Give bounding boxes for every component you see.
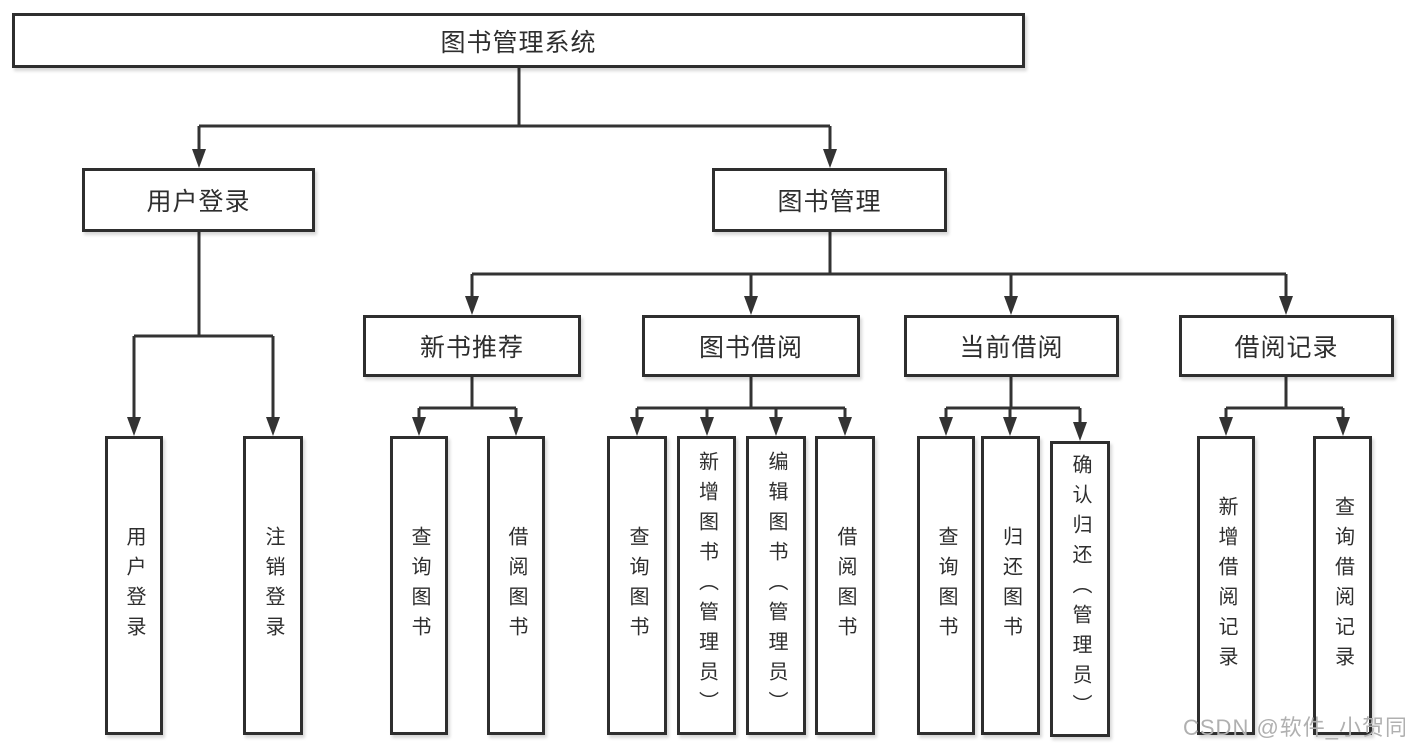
leaf-edit-books-admin: 编辑图书（管理员） bbox=[746, 436, 806, 735]
leaf-label: 新增借阅记录 bbox=[1215, 495, 1237, 676]
leaf-label: 查询图书 bbox=[626, 525, 648, 646]
node-book-borrowing: 图书借阅 bbox=[642, 315, 860, 377]
leaf-add-borrow-record: 新增借阅记录 bbox=[1197, 436, 1255, 735]
node-label: 新书推荐 bbox=[419, 334, 524, 362]
leaf-label: 注销登录 bbox=[262, 525, 284, 646]
connector-bookmgmt-to-level3 bbox=[470, 232, 1288, 297]
leaf-label: 借阅图书 bbox=[505, 525, 527, 646]
leaf-query-books: 查询图书 bbox=[390, 436, 448, 735]
leaf-borrow-books: 借阅图书 bbox=[815, 436, 875, 735]
arrowheads bbox=[127, 149, 1350, 441]
leaf-query-books: 查询图书 bbox=[607, 436, 667, 735]
node-current-borrowing: 当前借阅 bbox=[904, 315, 1119, 377]
leaf-add-books-admin: 新增图书（管理员） bbox=[677, 436, 736, 735]
node-label: 当前借阅 bbox=[959, 334, 1064, 362]
node-book-management: 图书管理 bbox=[712, 168, 947, 232]
node-user-login: 用户登录 bbox=[82, 168, 315, 232]
node-library-management-system: 图书管理系统 bbox=[12, 13, 1025, 68]
leaf-user-login: 用户登录 bbox=[105, 436, 163, 735]
connector-root-to-level2 bbox=[197, 68, 832, 150]
node-label: 图书管理 bbox=[777, 188, 882, 216]
leaf-return-books: 归还图书 bbox=[981, 436, 1040, 735]
connector-userlogin-to-leaves bbox=[132, 232, 275, 418]
connector-borrowing-to-leaves bbox=[635, 377, 847, 418]
node-label: 图书借阅 bbox=[698, 334, 803, 362]
watermark: CSDN @软件_小贺同学 bbox=[1183, 715, 1405, 740]
connector-current-to-leaves bbox=[944, 377, 1082, 423]
leaf-label: 编辑图书（管理员） bbox=[765, 450, 787, 721]
leaf-label: 查询图书 bbox=[408, 525, 430, 646]
leaf-label: 查询图书 bbox=[935, 525, 957, 646]
node-label: 图书管理系统 bbox=[440, 28, 597, 57]
leaf-query-books: 查询图书 bbox=[917, 436, 975, 735]
connector-newbooks-to-leaves bbox=[417, 377, 518, 418]
leaf-label: 借阅图书 bbox=[834, 525, 856, 646]
leaf-label: 查询借阅记录 bbox=[1331, 495, 1354, 676]
leaf-logout: 注销登录 bbox=[243, 436, 303, 735]
leaf-label: 确认归还（管理员） bbox=[1069, 454, 1091, 724]
node-borrow-records: 借阅记录 bbox=[1179, 315, 1394, 377]
leaf-confirm-return-admin: 确认归还（管理员） bbox=[1050, 441, 1110, 737]
node-label: 用户登录 bbox=[146, 188, 251, 216]
leaf-label: 用户登录 bbox=[123, 525, 145, 646]
leaf-borrow-books: 借阅图书 bbox=[487, 436, 545, 735]
leaf-label: 归还图书 bbox=[999, 525, 1022, 646]
leaf-label: 新增图书（管理员） bbox=[695, 450, 718, 721]
node-label: 借阅记录 bbox=[1234, 334, 1339, 362]
node-new-book-recommend: 新书推荐 bbox=[363, 315, 581, 377]
leaf-query-borrow-record: 查询借阅记录 bbox=[1313, 436, 1372, 735]
connector-records-to-leaves bbox=[1224, 377, 1345, 418]
